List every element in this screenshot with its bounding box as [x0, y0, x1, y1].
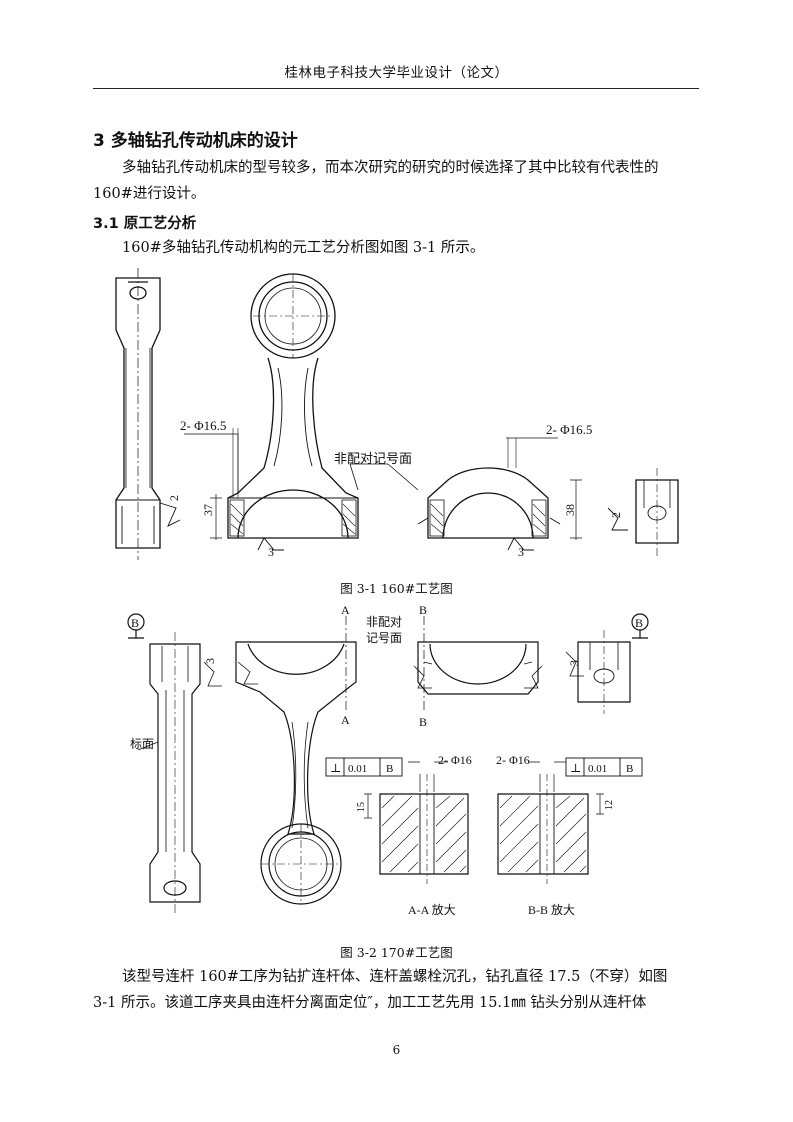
fig2-diameter-b: 2- Φ16	[496, 753, 530, 767]
fig2-depth-a: 15	[356, 802, 367, 812]
fig2-mark-face-label: 标面	[130, 737, 154, 751]
fig2-tol-symbol-b: ⊥	[570, 761, 581, 775]
fig2-tolerance-a	[325, 757, 403, 777]
fig2-section-a-top: A	[341, 603, 350, 617]
fig2-tol-value-a: 0.01	[348, 763, 367, 775]
subsection-heading: 3.1 原工艺分析	[93, 216, 197, 232]
fig2-tol-datum-b: B	[626, 763, 633, 775]
page-number: 6	[392, 1043, 401, 1057]
fig2-front-view	[235, 641, 357, 905]
fig2-section-b	[497, 761, 604, 884]
fig2-datum-left-label: B	[131, 616, 139, 630]
header-divider	[93, 88, 699, 89]
fig1-left-diameter: 2- Φ16.5	[180, 418, 226, 433]
fig2-view-a-label: A-A 放大	[408, 902, 456, 917]
fig2-rough-3a: 3	[203, 658, 217, 664]
fig2-face-label-line2: 记号面	[366, 631, 402, 645]
subsection-intro: 160#多轴钻孔传动机构的元工艺分析图如图 3-1 所示。	[93, 235, 701, 261]
figure-3-2-drawing: B B A A B B 非配对 记号面 标面 3 3 2- Φ16 2- Φ16…	[127, 603, 649, 917]
page-header: 桂林电子科技大学毕业设计（论文）	[284, 65, 509, 81]
fig2-cap-side-view	[565, 613, 649, 714]
fig2-datum-right-label: B	[635, 616, 643, 630]
fig2-diameter-a: 2- Φ16	[438, 753, 472, 767]
fig1-front-view	[210, 273, 359, 551]
fig1-side-view	[115, 268, 181, 560]
fig2-face-label-line1: 非配对	[366, 615, 402, 629]
fig2-section-a-bottom: A	[341, 713, 350, 727]
fig2-datum-left	[127, 613, 145, 639]
figure-3-2-caption: 图 3-2 170#工艺图	[340, 945, 453, 960]
fig1-cap-side-view	[607, 468, 679, 558]
figure-3-1-drawing: 2- Φ16.5 2- Φ16.5 非配对记号面 37 38 2 3 3 2	[115, 268, 679, 560]
fig2-tolerance-b	[565, 757, 643, 777]
intro-paragraph: 多轴钻孔传动机床的型号较多，而本次研究的研究的时候选择了其中比较有代表性的 16…	[93, 155, 701, 207]
body-paragraph: 该型号连杆 160#工序为钻扩连杆体、连杆盖螺栓沉孔，钻孔直径 17.5（不穿）…	[93, 964, 701, 1016]
subsection-intro-text: 160#多轴钻孔传动机构的元工艺分析图如图 3-1 所示。	[122, 240, 485, 256]
fig1-rough-3b: 3	[518, 545, 524, 559]
fig2-depth-b: 12	[604, 800, 615, 810]
fig2-view-b-label: B-B 放大	[528, 902, 575, 917]
fig1-dim-37: 37	[201, 504, 215, 516]
fig1-cap-view	[417, 438, 582, 551]
body-line-2: 3-1 所示。该道工序夹具由连杆分离面定位″，加工工艺先用 15.1㎜ 钻头分别…	[93, 995, 647, 1011]
fig2-section-a	[364, 761, 469, 884]
fig2-side-view	[137, 632, 222, 914]
fig2-cap-view	[413, 641, 543, 695]
fig1-rough-2a: 2	[167, 495, 181, 501]
fig2-tol-value-b: 0.01	[588, 763, 607, 775]
fig1-face-label: 非配对记号面	[334, 451, 412, 466]
fig2-tol-datum-a: B	[386, 763, 393, 775]
fig1-rough-2b: 2	[609, 512, 623, 518]
fig1-rough-3a: 3	[268, 545, 274, 559]
fig2-section-b-bottom: B	[419, 715, 427, 729]
intro-text: 多轴钻孔传动机床的型号较多，而本次研究的研究的时候选择了其中比较有代表性的 16…	[93, 160, 659, 202]
fig2-section-b-top: B	[419, 603, 427, 617]
fig2-rough-3b: 3	[567, 660, 581, 666]
body-line-1: 该型号连杆 160#工序为钻扩连杆体、连杆盖螺栓沉孔，钻孔直径 17.5（不穿）…	[122, 969, 668, 985]
figure-3-1-caption: 图 3-1 160#工艺图	[340, 581, 453, 596]
fig1-dim-38: 38	[563, 504, 577, 516]
fig2-tol-symbol-a: ⊥	[330, 761, 341, 775]
section-heading: 3 多轴钻孔传动机床的设计	[93, 131, 298, 151]
fig1-right-diameter: 2- Φ16.5	[546, 422, 592, 437]
